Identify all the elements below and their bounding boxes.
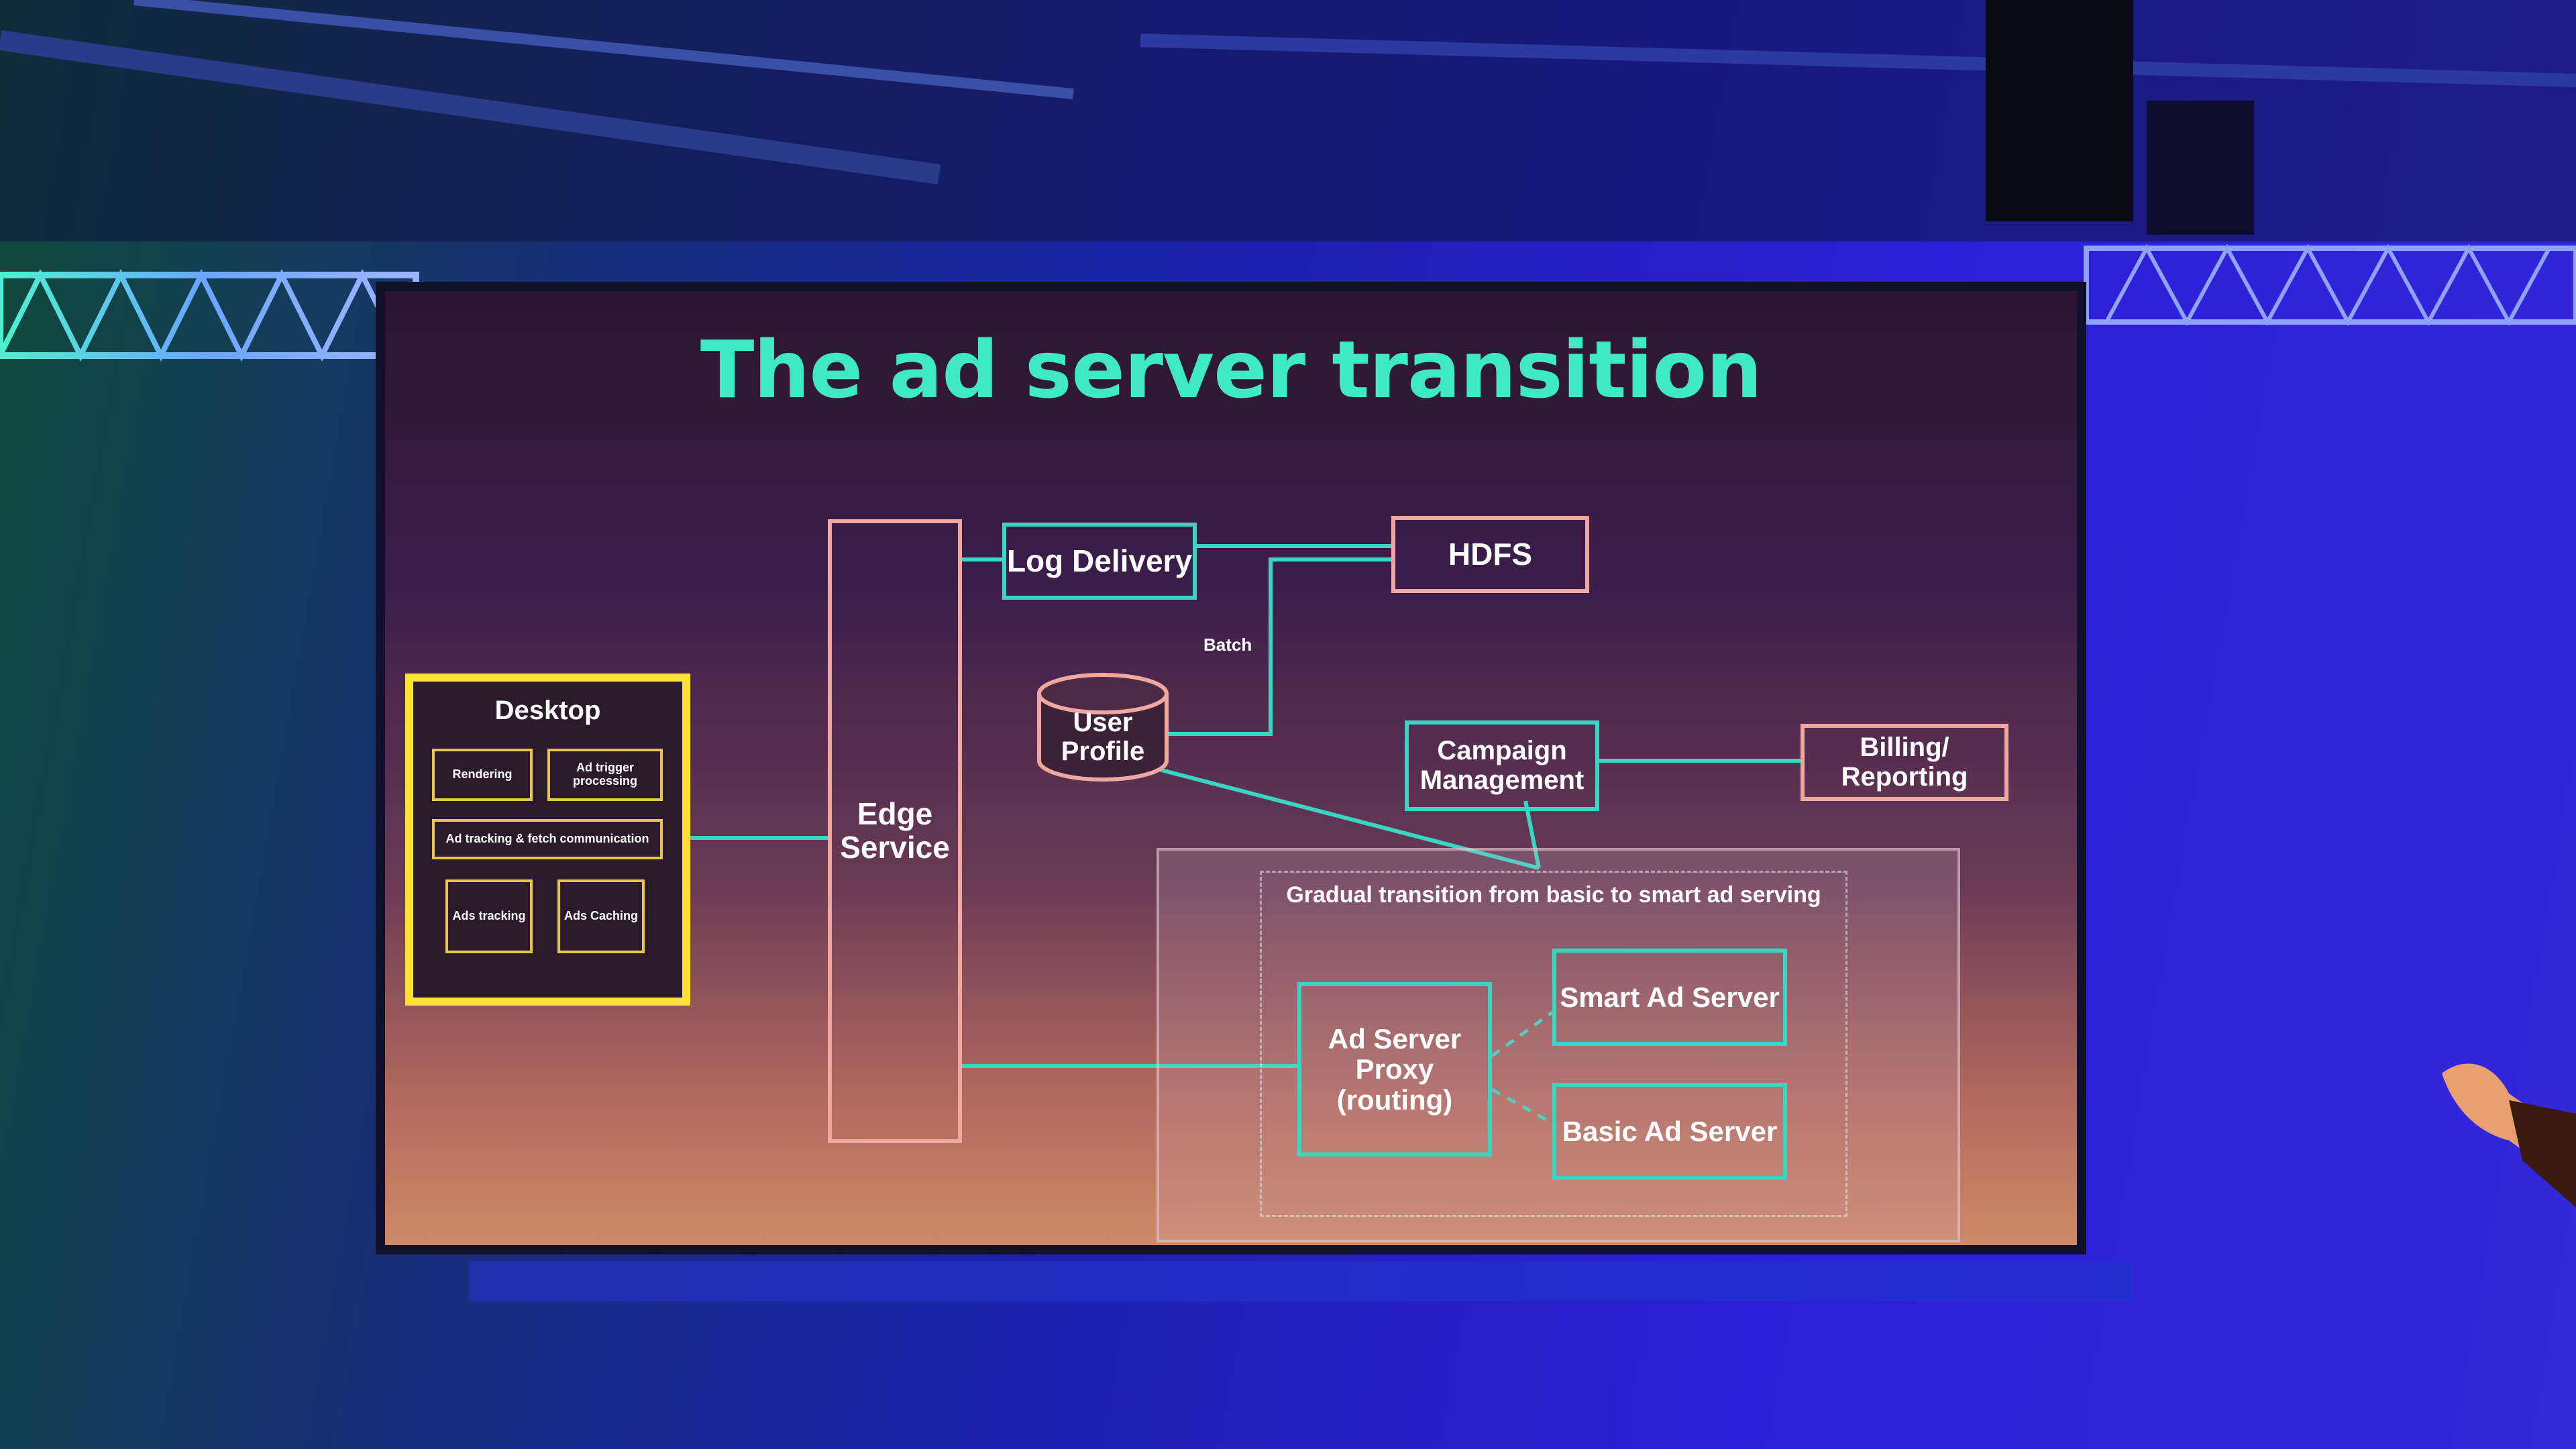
edge-service-box: Edge Service [828,519,962,1143]
desktop-fetch-communication: Ad tracking & fetch communication [432,819,663,859]
billing-reporting-box: Billing/ Reporting [1801,724,2008,801]
log-delivery-label: Log Delivery [1006,543,1193,578]
smart-ad-server-label: Smart Ad Server [1560,981,1780,1013]
slide-title: The ad server transition [700,323,1762,416]
log-delivery-box: Log Delivery [1002,523,1197,600]
ad-server-proxy-label: Ad Server Proxy (routing) [1328,1022,1462,1116]
basic-ad-server-label: Basic Ad Server [1562,1115,1778,1147]
campaign-management-box: Campaign Management [1405,720,1599,811]
user-profile-cylinder [1037,673,1169,782]
desktop-ads-tracking: Ads tracking [445,879,533,953]
smart-ad-server-box: Smart Ad Server [1552,949,1787,1046]
edge-service-label: Edge Service [840,796,950,865]
hdfs-box: HDFS [1391,516,1589,593]
basic-ad-server-box: Basic Ad Server [1552,1083,1787,1180]
desktop-group: Desktop Rendering Ad trigger processing … [405,674,690,1006]
presentation-slide: The ad server transition Batch Desktop [376,282,2086,1254]
gradual-transition-caption: Gradual transition from basic to smart a… [1286,882,1821,908]
desktop-ads-caching: Ads Caching [557,879,645,953]
user-profile-label: User Profile [1061,707,1145,766]
gradual-transition-inner: Gradual transition from basic to smart a… [1260,871,1847,1217]
ad-server-proxy-box: Ad Server Proxy (routing) [1297,982,1492,1157]
campaign-management-label: Campaign Management [1419,736,1585,795]
desktop-ad-trigger: Ad trigger processing [547,749,663,801]
desktop-rendering: Rendering [432,749,533,801]
hdfs-label: HDFS [1448,536,1533,572]
billing-reporting-label: Billing/ Reporting [1841,733,1968,792]
batch-label: Batch [1203,635,1252,655]
desktop-label: Desktop [494,696,601,725]
